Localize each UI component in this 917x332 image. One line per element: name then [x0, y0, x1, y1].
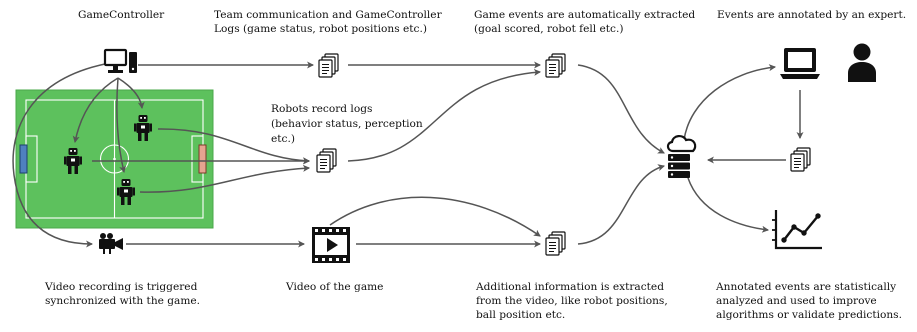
connectors	[12, 61, 804, 248]
video-of-game-label: Video of the game	[285, 281, 383, 293]
expert-annotation-label: Events are annotated by an expert.	[717, 9, 906, 21]
desktop-computer-icon	[103, 48, 137, 73]
document-stack-icon	[790, 147, 811, 172]
robots-logs-label: Robots record logs (behavior status, per…	[271, 103, 426, 145]
line-chart-icon	[772, 210, 822, 250]
left-goal	[19, 144, 28, 174]
film-play-icon	[312, 227, 350, 263]
team-communication-label: Team communication and GameController Lo…	[214, 9, 445, 35]
soccer-field	[15, 89, 214, 229]
laptop-icon	[780, 48, 820, 79]
document-stack-icon	[545, 53, 566, 78]
analysis-label: Annotated events are statistically analy…	[715, 281, 902, 321]
document-stack-icon	[545, 231, 566, 256]
cloud-database-icon	[666, 135, 697, 178]
game-controller-label: GameController	[78, 9, 165, 21]
person-icon	[848, 43, 876, 82]
game-events-label: Game events are automatically extracted …	[474, 9, 699, 35]
document-stack-icon	[318, 53, 339, 78]
video-recording-label: Video recording is triggered synchronize…	[44, 281, 201, 307]
additional-info-label: Additional information is extracted from…	[475, 281, 671, 321]
right-goal	[198, 144, 207, 174]
video-camera-icon	[99, 233, 123, 254]
labels: GameController Team communication and Ga…	[44, 9, 906, 321]
document-stack-icon	[316, 148, 337, 173]
